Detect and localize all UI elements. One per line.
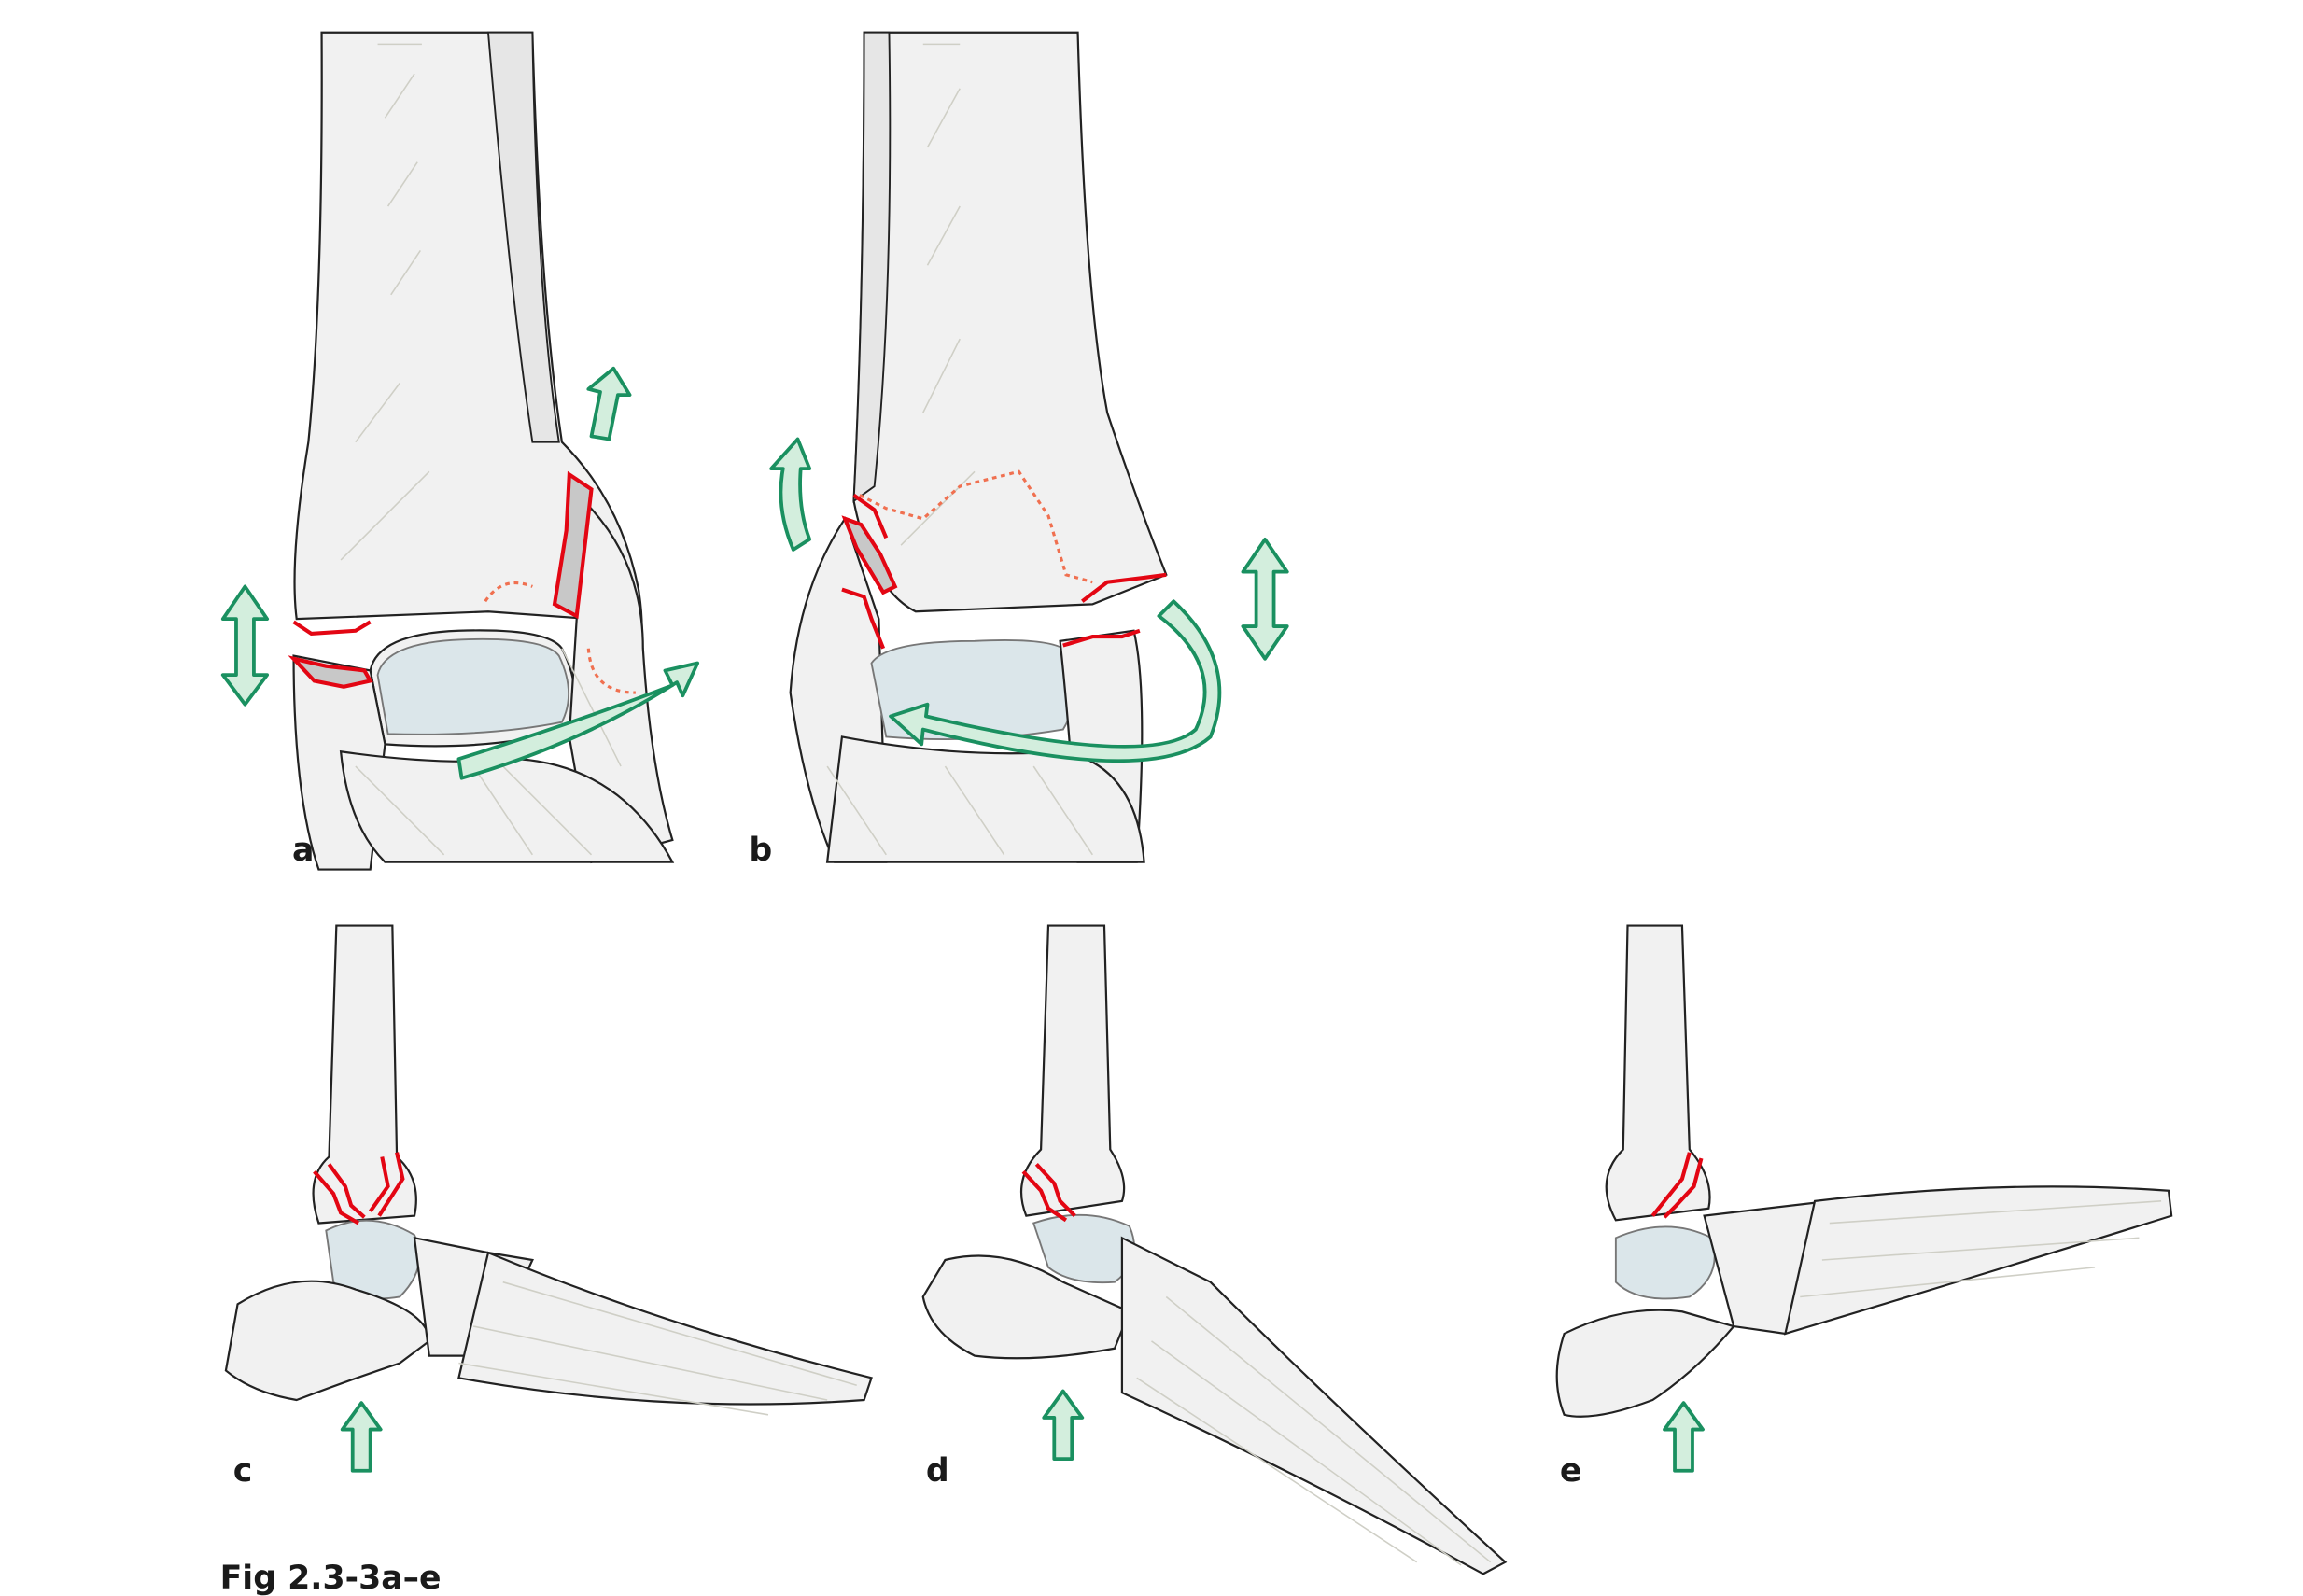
up-arrow-d xyxy=(1042,1389,1085,1462)
panel-e-foot-lateral-view: e xyxy=(1555,924,2173,1490)
fracture-line-medial-b xyxy=(1062,572,1167,648)
fracture-line-medial-a xyxy=(292,620,372,637)
fracture-line-lateral-b xyxy=(841,493,889,650)
tibia-c xyxy=(312,924,417,1225)
fracture-fragment-lateral-b xyxy=(841,515,898,595)
talar-dome-a xyxy=(376,637,570,735)
fibula-shaft-a xyxy=(486,31,560,443)
talus-d xyxy=(1032,1213,1136,1284)
lateral-malleolus-a xyxy=(568,498,674,864)
panel-label-e: e xyxy=(1560,1452,1582,1490)
panel-c-foot-lateral-view: c xyxy=(224,924,873,1490)
tibia-d xyxy=(1019,924,1126,1217)
panel-label-c: c xyxy=(233,1452,253,1490)
panel-label-d: d xyxy=(926,1452,949,1490)
fracture-line-d xyxy=(1021,1162,1076,1223)
tibia-b xyxy=(852,31,1168,613)
rotation-arrow-b xyxy=(889,599,1222,763)
up-arrow-lateral-a xyxy=(586,366,632,441)
fracture-fragment-medial-a xyxy=(288,655,373,689)
rotation-arrow-a xyxy=(456,661,700,780)
fracture-outline-posterior-b xyxy=(859,469,1093,584)
fibula-shaft-b xyxy=(852,31,892,503)
figure-caption: Fig 2.3-3a–e xyxy=(220,1560,442,1596)
calcaneus-e xyxy=(1555,1309,1736,1418)
up-arrow-c xyxy=(340,1401,383,1473)
calcaneus-c xyxy=(224,1280,430,1402)
panel-label-a: a xyxy=(292,832,314,869)
fracture-fragment-lateral-a xyxy=(552,470,594,620)
calcaneus-d xyxy=(921,1254,1131,1360)
metatarsals-c xyxy=(457,1251,873,1406)
panel-label-b: b xyxy=(749,832,772,869)
talus-e xyxy=(1614,1225,1716,1300)
fracture-line-e xyxy=(1650,1152,1704,1219)
panel-a-ankle-front-view: a xyxy=(220,31,700,871)
fracture-line-c xyxy=(313,1152,405,1225)
panel-d-foot-lateral-view: d xyxy=(921,924,1508,1575)
vertical-double-arrow-b xyxy=(1241,538,1289,661)
metatarsals-d xyxy=(1120,1236,1508,1575)
panel-b-ankle-front-view: b xyxy=(749,31,1289,869)
vertical-double-arrow-a xyxy=(220,584,270,707)
metatarsals-e xyxy=(1783,1185,2173,1336)
up-arrow-e xyxy=(1663,1401,1705,1473)
tibia-e xyxy=(1605,924,1711,1222)
curved-up-arrow-b xyxy=(769,437,812,552)
